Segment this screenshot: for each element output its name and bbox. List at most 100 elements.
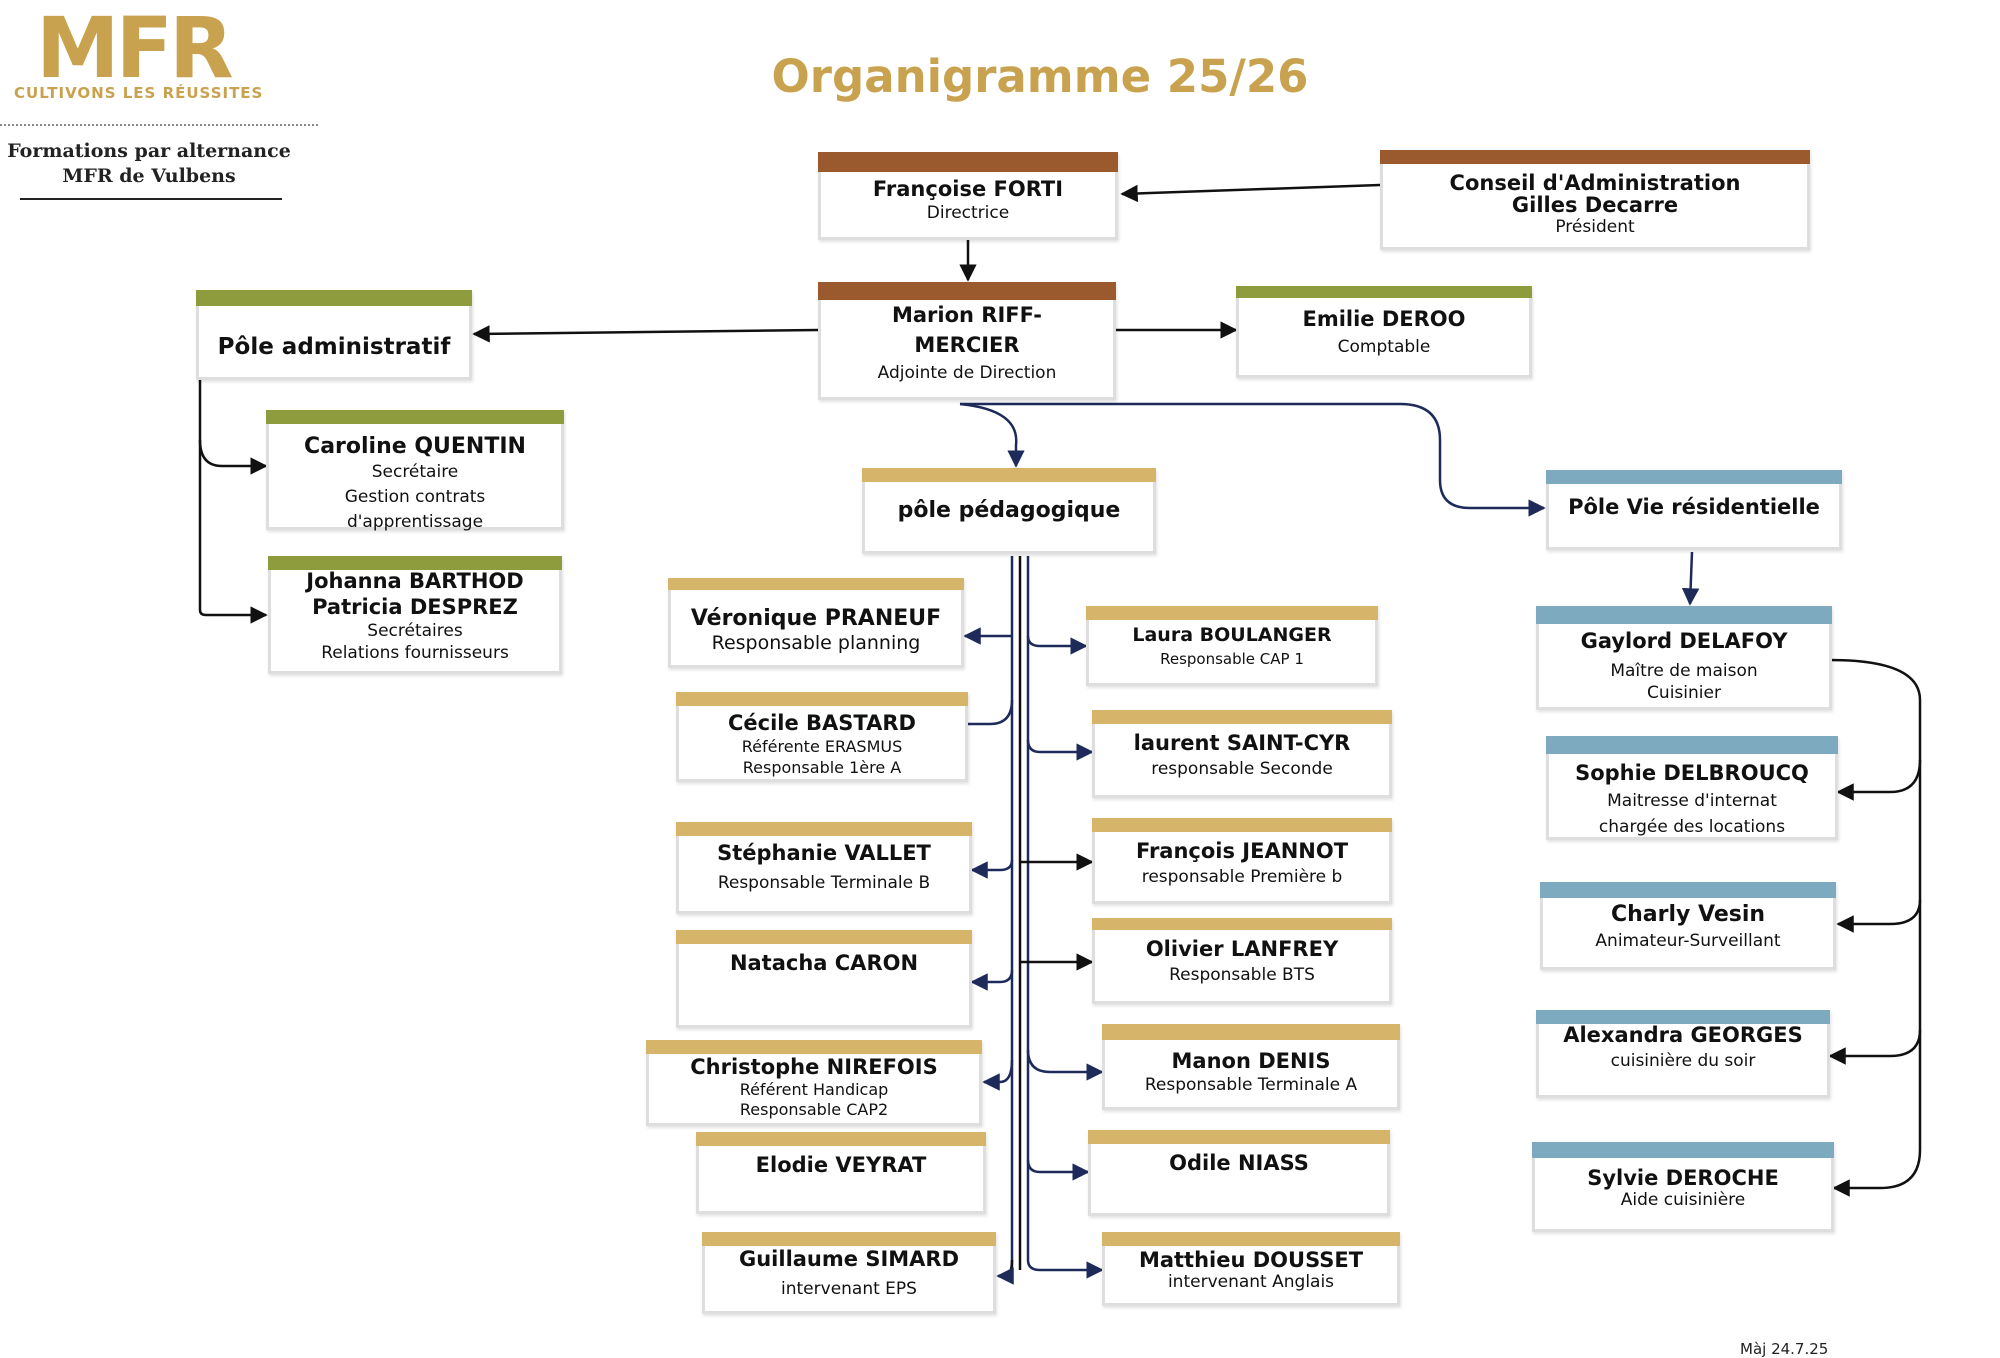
logo-divider bbox=[0, 124, 318, 126]
box-delbroucq: Sophie DELBROUCQ Maitresse d'internat ch… bbox=[1546, 736, 1838, 840]
person-role: cuisinière du soir bbox=[1610, 1051, 1756, 1071]
person-role: Adjointe de Direction bbox=[877, 363, 1057, 383]
person-role: Directrice bbox=[926, 203, 1010, 223]
person-role: Référent Handicap bbox=[739, 1080, 889, 1099]
link-simard bbox=[996, 1259, 1014, 1285]
person-role: intervenant Anglais bbox=[1167, 1272, 1335, 1292]
person-name: Stéphanie VALLET bbox=[717, 841, 931, 865]
person-name: Natacha CARON bbox=[729, 951, 919, 975]
header-bar bbox=[1380, 150, 1810, 164]
header-bar bbox=[668, 578, 964, 590]
person-name: Laura BOULANGER bbox=[1132, 624, 1332, 646]
box-veyrat: Elodie VEYRAT bbox=[696, 1132, 986, 1214]
header-bar bbox=[1546, 470, 1842, 484]
box-vesin: Charly Vesin Animateur-Surveillant bbox=[1540, 882, 1836, 970]
box-saintcyr: laurent SAINT-CYR responsable Seconde bbox=[1092, 710, 1392, 798]
header-bar bbox=[196, 290, 472, 306]
person-role: Responsable BTS bbox=[1169, 965, 1315, 985]
person-role: Comptable bbox=[1337, 337, 1431, 357]
page-title: Organigramme 25/26 bbox=[771, 50, 1309, 103]
box-praneuf: Véronique PRANEUF Responsable planning bbox=[668, 578, 964, 668]
box-caron: Natacha CARON bbox=[676, 930, 972, 1028]
header-bar bbox=[1092, 818, 1392, 832]
header-bar bbox=[646, 1040, 982, 1054]
box-pole-administratif: Pôle administratif bbox=[196, 290, 472, 380]
header-bar bbox=[1092, 918, 1392, 930]
person-name: Alexandra GEORGES bbox=[1563, 1023, 1803, 1047]
person-role: responsable Seconde bbox=[1151, 759, 1333, 779]
org-name: Conseil d'Administration bbox=[1449, 171, 1741, 195]
link-bastard bbox=[950, 699, 1014, 733]
link-conseil-forti bbox=[1120, 183, 1381, 203]
box-denis: Manon DENIS Responsable Terminale A bbox=[1102, 1024, 1400, 1110]
person-role: Cuisinier bbox=[1647, 683, 1721, 703]
person-name: laurent SAINT-CYR bbox=[1133, 731, 1351, 755]
subtitle-underline bbox=[20, 198, 282, 200]
subtitle-line-2: MFR de Vulbens bbox=[62, 165, 236, 187]
person-name: Gilles Decarre bbox=[1511, 193, 1679, 217]
box-conseil: Conseil d'Administration Gilles Decarre … bbox=[1380, 150, 1810, 250]
box-delafoy: Gaylord DELAFOY Maître de maison Cuisini… bbox=[1536, 606, 1832, 710]
header-bar bbox=[1086, 606, 1378, 620]
person-name: Christophe NIREFOIS bbox=[690, 1055, 938, 1079]
link-riff-admin bbox=[472, 325, 819, 343]
box-simard: Guillaume SIMARD intervenant EPS bbox=[702, 1232, 996, 1314]
person-role: Gestion contrats bbox=[344, 487, 486, 507]
person-role: Responsable Terminale A bbox=[1144, 1075, 1358, 1095]
person-name-line1: Marion RIFF- bbox=[891, 303, 1043, 327]
box-deroche: Sylvie DEROCHE Aide cuisinière bbox=[1532, 1142, 1834, 1232]
header-bar bbox=[266, 410, 564, 424]
header-bar bbox=[696, 1132, 986, 1146]
header-bar bbox=[818, 282, 1116, 300]
link-niass bbox=[1026, 1159, 1090, 1181]
box-jeannot: François JEANNOT responsable Première b bbox=[1092, 818, 1392, 904]
link-res-trunk bbox=[1829, 658, 1922, 1197]
person-name: Matthieu DOUSSET bbox=[1138, 1248, 1364, 1272]
person-role: Responsable Terminale B bbox=[717, 873, 931, 893]
person-name: Emilie DEROO bbox=[1302, 307, 1466, 331]
link-caron bbox=[970, 969, 1014, 991]
box-bastard: Cécile BASTARD Référente ERASMUS Respons… bbox=[676, 692, 968, 782]
box-boulanger: Laura BOULANGER Responsable CAP 1 bbox=[1086, 606, 1378, 686]
link-georges bbox=[1828, 1029, 1922, 1065]
box-deroo: Emilie DEROO Comptable bbox=[1236, 286, 1532, 378]
person-role: Animateur-Surveillant bbox=[1595, 931, 1781, 951]
person-role: Secrétaires bbox=[367, 621, 463, 641]
box-pole-vie: Pôle Vie résidentielle bbox=[1546, 470, 1842, 550]
pole-name: Pôle Vie résidentielle bbox=[1568, 495, 1820, 519]
logo-mark: MFR bbox=[36, 0, 234, 97]
box-niass: Odile NIASS bbox=[1088, 1130, 1390, 1216]
subtitle-line-1: Formations par alternance bbox=[7, 140, 291, 162]
header-bar bbox=[676, 930, 972, 944]
box-nirefois: Christophe NIREFOIS Référent Handicap Re… bbox=[646, 1040, 982, 1126]
link-riff-peda bbox=[959, 402, 1025, 468]
person-role: intervenant EPS bbox=[781, 1279, 917, 1299]
school-subtitle: Formations par alternance MFR de Vulbens bbox=[0, 139, 298, 189]
person-role: d'apprentissage bbox=[346, 512, 484, 532]
box-dousset: Matthieu DOUSSET intervenant Anglais bbox=[1102, 1232, 1400, 1306]
person-name: Gaylord DELAFOY bbox=[1580, 629, 1788, 653]
header-bar bbox=[676, 692, 968, 706]
person-name: Olivier LANFREY bbox=[1145, 937, 1339, 961]
header-bar bbox=[1092, 710, 1392, 724]
person-name: François JEANNOT bbox=[1135, 839, 1349, 863]
person-role: Secrétaire bbox=[371, 462, 459, 482]
person-role: Responsable CAP2 bbox=[739, 1100, 889, 1119]
pole-name: pôle pédagogique bbox=[897, 498, 1121, 523]
header-bar bbox=[702, 1232, 996, 1246]
link-nirefois bbox=[982, 1059, 1014, 1091]
box-quentin: Caroline QUENTIN Secrétaire Gestion cont… bbox=[266, 410, 564, 532]
link-dousset bbox=[1026, 1259, 1104, 1279]
person-name: Johanna BARTHOD bbox=[306, 569, 524, 593]
update-date: Màj 24.7.25 bbox=[1740, 1340, 1829, 1358]
person-name: Cécile BASTARD bbox=[728, 711, 916, 735]
person-name: Sophie DELBROUCQ bbox=[1575, 761, 1809, 785]
person-name: Patricia DESPREZ bbox=[312, 595, 518, 619]
person-name-line2: MERCIER bbox=[914, 333, 1020, 357]
header-bar bbox=[1536, 1010, 1830, 1024]
pole-name: Pôle administratif bbox=[217, 334, 451, 360]
link-delbroucq bbox=[1836, 759, 1922, 801]
box-lanfrey: Olivier LANFREY Responsable BTS bbox=[1092, 918, 1392, 1004]
person-name: Véronique PRANEUF bbox=[690, 606, 942, 631]
person-role: Responsable planning bbox=[711, 632, 921, 654]
